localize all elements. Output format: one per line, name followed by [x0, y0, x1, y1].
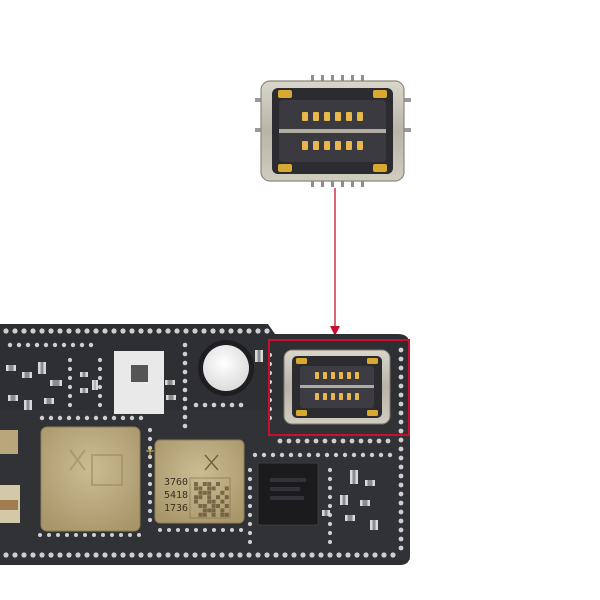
circuit-board: + 3760 5418 1736 — [0, 324, 410, 565]
callout-highlight-box — [268, 339, 410, 436]
enlarged-connector — [255, 75, 411, 187]
chip-label-line-2: 5418 — [164, 490, 188, 501]
board-connector — [283, 349, 391, 425]
callout-arrow — [330, 188, 340, 336]
shielded-chip-right: 3760 5418 1736 — [154, 439, 245, 524]
chip-label-line-1: 3760 — [164, 477, 188, 488]
svg-text:+: + — [145, 444, 155, 458]
chip-label-line-3: 1736 — [164, 503, 188, 514]
round-pad — [198, 340, 254, 396]
shielded-chip-left — [40, 426, 141, 532]
black-ic — [257, 462, 319, 526]
sensor-component — [114, 351, 164, 414]
